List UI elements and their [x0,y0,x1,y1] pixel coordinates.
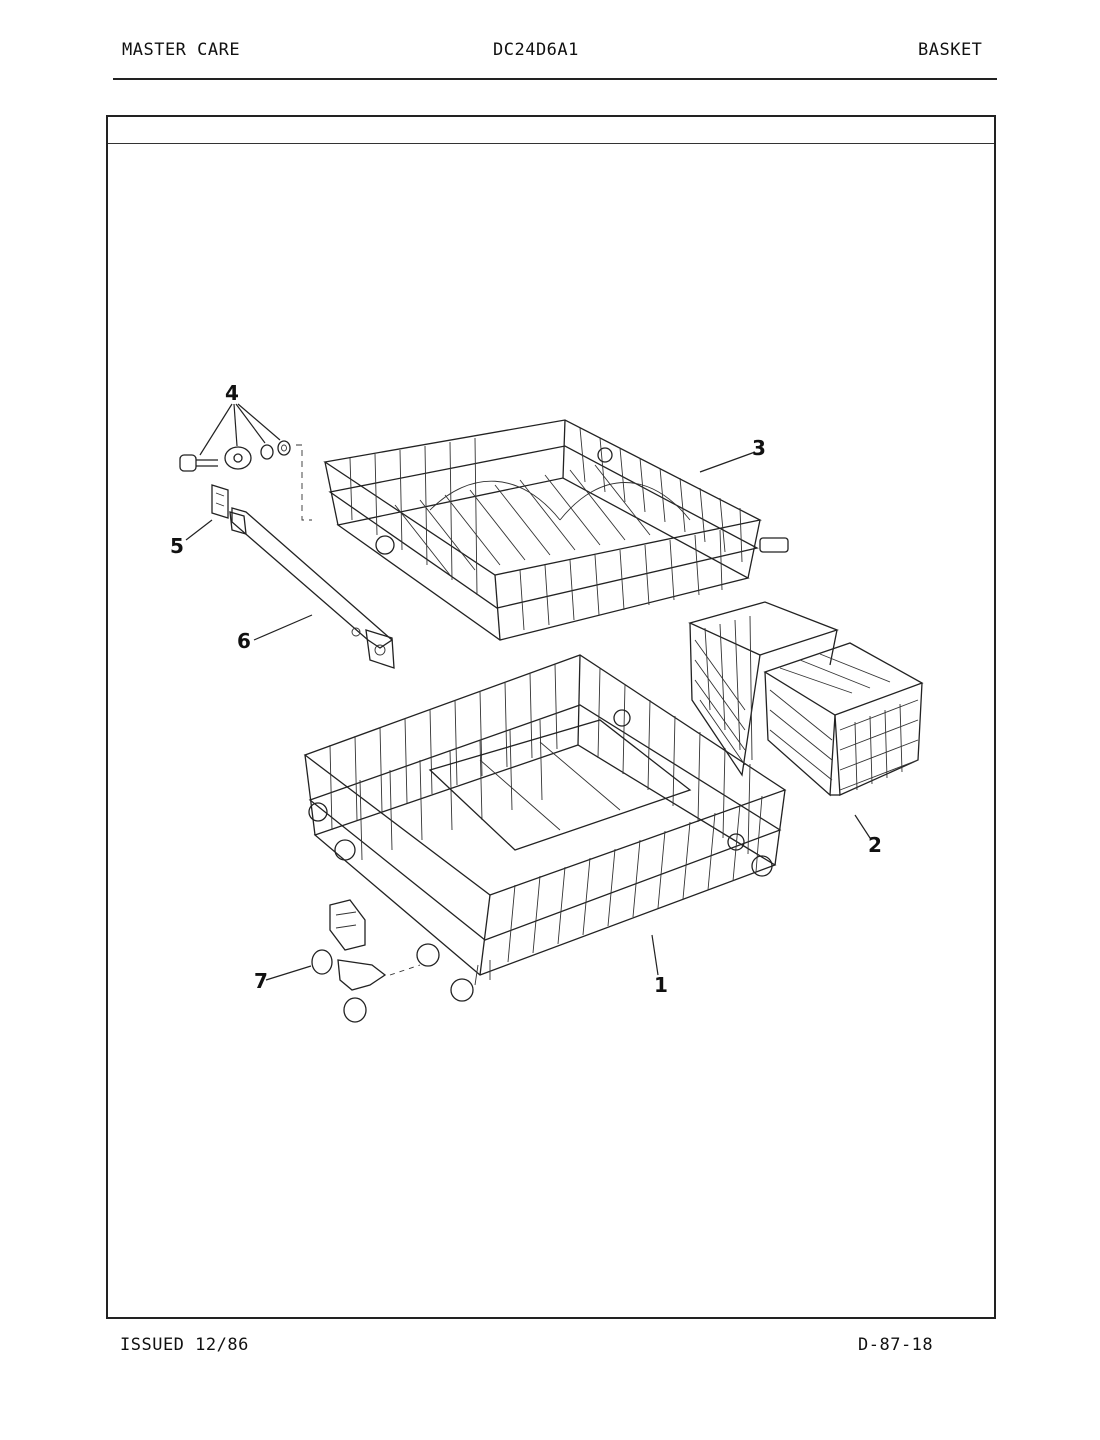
frame-title-rule [108,143,994,144]
callout-numbers: 4 3 5 6 2 7 1 [170,381,882,997]
leader-lines [185,403,871,981]
part-2-silverware-baskets [688,601,924,797]
callout-2: 2 [868,833,882,857]
header-section-title: BASKET [918,40,983,60]
footer-page-code: D-87-18 [858,1335,934,1355]
diagram-frame [106,115,996,1319]
part-4-roller-hardware [179,440,312,521]
callout-4: 4 [225,381,239,405]
lower-rack [303,654,787,1002]
header-brand: MASTER CARE [122,40,241,60]
part-5-end-clip [211,484,229,519]
header-divider [113,78,997,80]
callout-6: 6 [237,629,251,653]
callout-1: 1 [654,973,668,997]
callout-5: 5 [170,534,184,558]
callout-7: 7 [254,969,268,993]
footer-issued-date: ISSUED 12/86 [120,1335,249,1355]
callout-3: 3 [752,436,766,460]
part-7-roller-assembly [311,899,421,1023]
part-6-rack-rail [229,507,395,669]
header-model-number: DC24D6A1 [493,40,579,60]
upper-rack [323,419,789,641]
